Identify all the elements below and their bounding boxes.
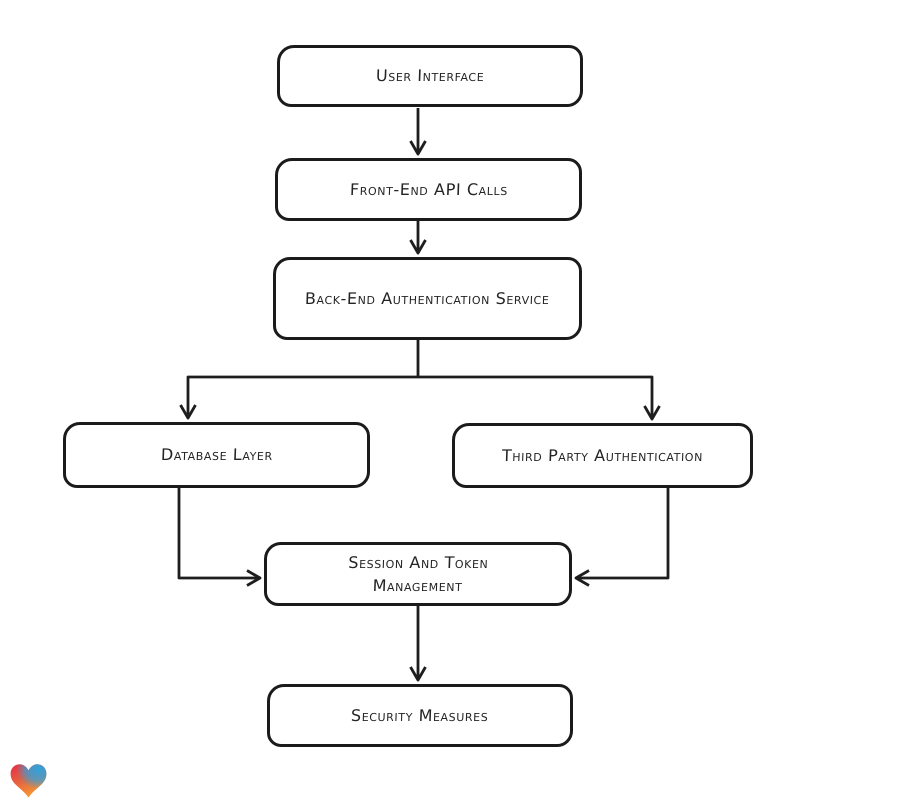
gradient-heart-logo[interactable] xyxy=(10,762,47,800)
node-label: Security Measures xyxy=(350,705,490,725)
node-front-end-api-calls: Front-End API Calls xyxy=(275,158,582,221)
node-database-layer: Database Layer xyxy=(63,422,370,488)
node-label: Back-End Authentication Service xyxy=(304,288,551,308)
node-third-party-authentication: Third Party Authentication xyxy=(452,423,753,488)
node-label: Front-End API Calls xyxy=(349,179,508,199)
heart-icon xyxy=(10,764,47,798)
node-label: Database Layer xyxy=(160,445,273,465)
arrow-back-end-auth-to-database-layer xyxy=(179,375,418,420)
arrow-database-layer-to-session-token xyxy=(177,488,262,587)
arrow-third-party-auth-to-session-token xyxy=(574,488,670,587)
node-user-interface: User Interface xyxy=(277,45,583,107)
node-session-and-token-management: Session And Token Management xyxy=(264,542,572,606)
node-label: Third Party Authentication xyxy=(501,445,704,465)
arrow-back-end-auth-to-third-party-auth xyxy=(418,375,661,421)
node-security-measures: Security Measures xyxy=(267,684,573,747)
node-label: Session And Token Management xyxy=(348,552,489,595)
node-label: User Interface xyxy=(375,66,485,86)
node-back-end-authentication-service: Back-End Authentication Service xyxy=(273,257,582,340)
